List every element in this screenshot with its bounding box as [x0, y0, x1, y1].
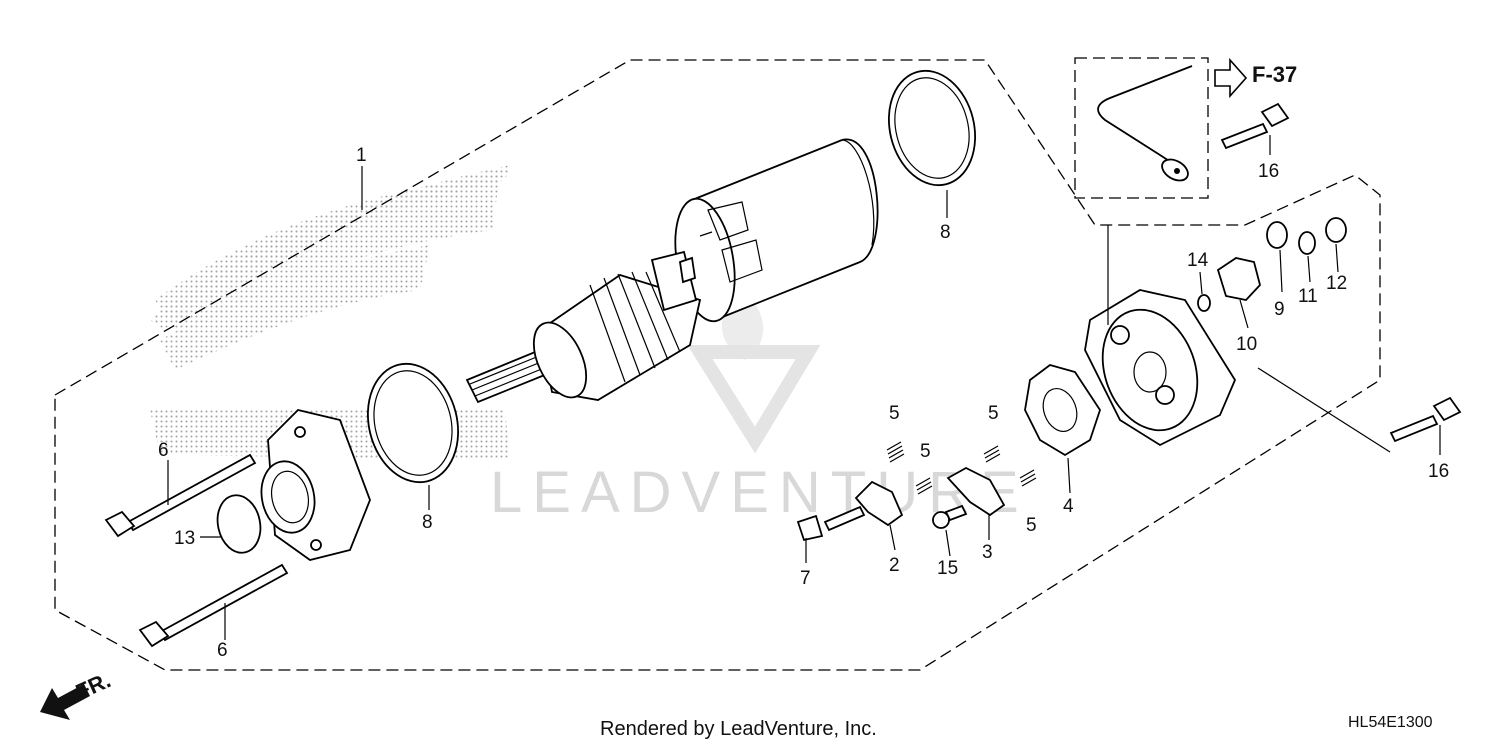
washer-9 — [1266, 221, 1288, 249]
spring-5d — [1019, 469, 1037, 487]
callout-6-upper: 6 — [158, 440, 169, 461]
callout-5-c: 5 — [988, 403, 999, 424]
o-ring-13 — [216, 494, 262, 554]
armature — [465, 250, 702, 404]
o-ring-8-lower — [367, 362, 459, 484]
callout-5-d: 5 — [1026, 515, 1037, 536]
callout-8-lower: 8 — [422, 512, 433, 533]
starter-cable — [1097, 65, 1193, 182]
front-cover — [260, 409, 371, 561]
cable-detail-box — [1074, 57, 1209, 199]
spring-5b — [915, 477, 933, 495]
bolt-16-upper — [1220, 102, 1290, 150]
rear-cover — [1084, 289, 1237, 447]
callout-8-upper: 8 — [940, 222, 951, 243]
nut-10 — [1216, 257, 1261, 301]
leader-lines — [167, 135, 1441, 640]
callout-6-lower: 6 — [217, 640, 228, 661]
callout-16-lower: 16 — [1428, 461, 1449, 482]
through-bolt-6-upper — [104, 453, 257, 538]
diagram-code: HL54E1300 — [1348, 714, 1433, 731]
reference-arrow-icon — [1214, 57, 1248, 99]
through-bolt-6-lower — [138, 563, 289, 648]
bolt-15 — [932, 504, 968, 529]
brush-terminal-3 — [946, 466, 1006, 517]
reference-label: F-37 — [1252, 62, 1297, 87]
brush-terminal-2 — [854, 480, 904, 527]
callout-11: 11 — [1298, 286, 1318, 307]
callout-2: 2 — [889, 555, 900, 576]
callout-14: 14 — [1187, 250, 1209, 271]
front-direction-arrow-icon — [40, 684, 90, 720]
spring-5c — [983, 445, 1001, 463]
render-credit: Rendered by LeadVenture, Inc. — [600, 718, 877, 740]
callout-10: 10 — [1236, 334, 1257, 355]
callout-5-b: 5 — [920, 441, 931, 462]
watermark-text: LEADVENTURE — [490, 460, 1029, 525]
callout-7: 7 — [800, 568, 811, 589]
nut-12 — [1325, 217, 1347, 243]
bolt-16-lower — [1389, 396, 1462, 443]
callout-9: 9 — [1274, 299, 1285, 320]
callout-4: 4 — [1063, 496, 1074, 517]
washer-11 — [1298, 231, 1316, 255]
callout-13: 13 — [174, 528, 195, 549]
o-ring-8-upper — [887, 69, 977, 187]
spring-5a — [886, 441, 905, 463]
callout-1: 1 — [356, 145, 367, 166]
bolt-7 — [796, 505, 866, 542]
yoke-housing — [674, 138, 879, 323]
assembly-boundary — [54, 59, 1381, 671]
washer-14 — [1197, 294, 1211, 312]
callout-5-a: 5 — [889, 403, 900, 424]
callout-3: 3 — [982, 542, 993, 563]
callout-12: 12 — [1326, 273, 1347, 294]
brush-holder — [1024, 364, 1101, 457]
callout-15: 15 — [937, 558, 958, 579]
callout-16-upper: 16 — [1258, 161, 1279, 182]
